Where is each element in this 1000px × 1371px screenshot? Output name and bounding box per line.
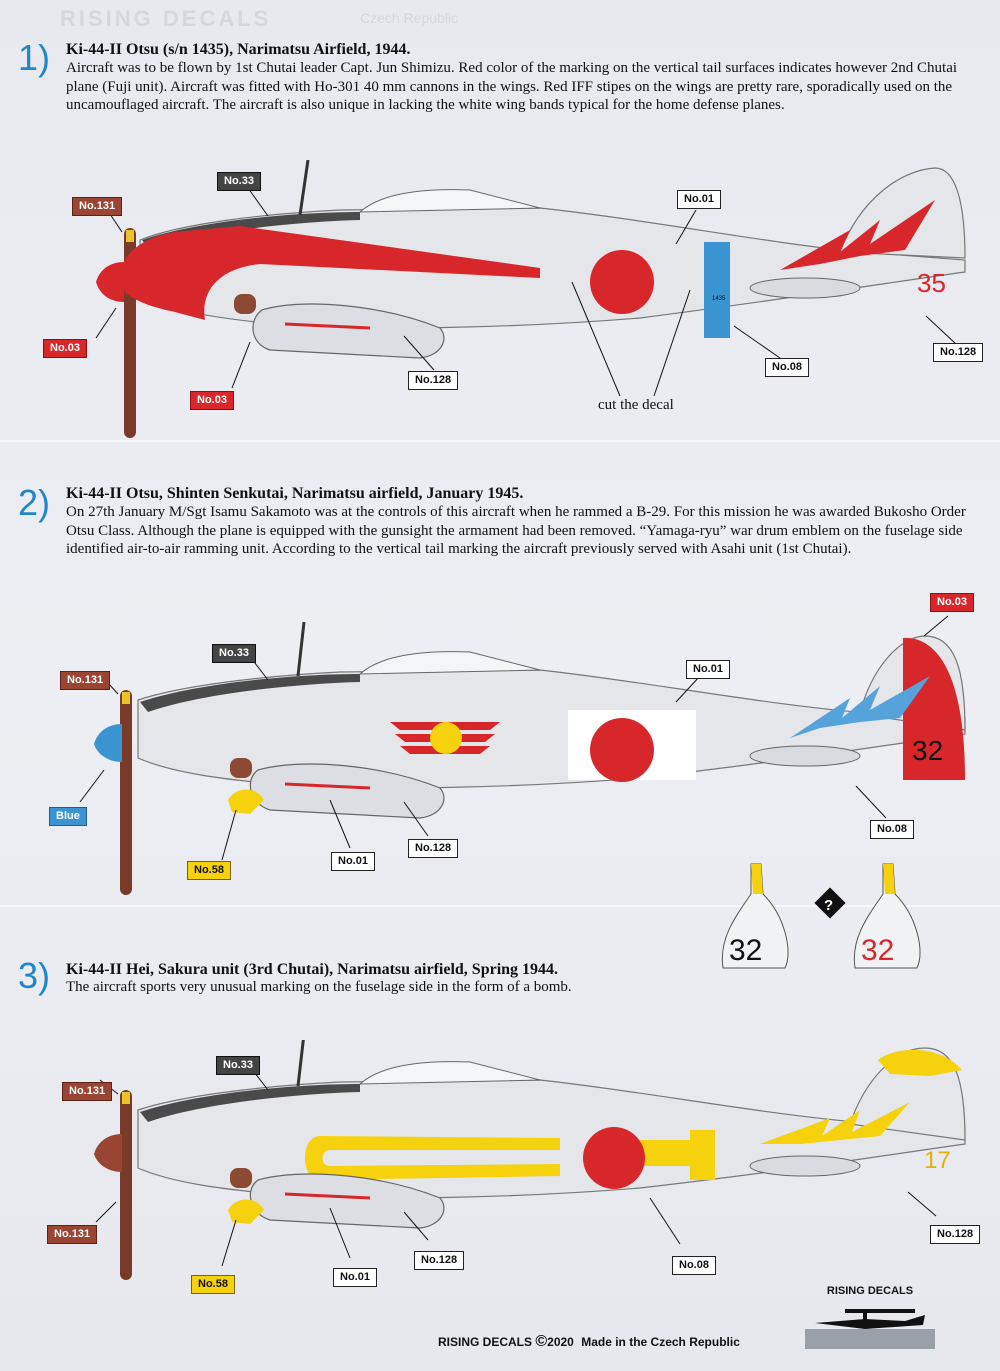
footer: RISING DECALS ©2020 Made in the Czech Re…: [438, 1333, 740, 1351]
variant-b-number: 32: [861, 934, 894, 967]
flying-boat-icon: [805, 1309, 935, 1349]
tail-lightning: [780, 200, 935, 270]
profile-3-description: The aircraft sports very unusual marking…: [66, 979, 572, 995]
variant-a-number: 32: [729, 934, 762, 967]
label-no03: No.03: [43, 339, 87, 358]
wing: [252, 303, 445, 359]
label-no01: No.01: [677, 190, 721, 209]
footer-brand: RISING DECALS: [438, 1335, 533, 1349]
propeller-blade: [120, 1090, 132, 1280]
hinomaru: [590, 718, 654, 782]
serial-number: 1435: [712, 296, 726, 302]
bomb-marking: [305, 1136, 560, 1180]
cut-decal-note: cut the decal: [598, 397, 674, 413]
profile-1-aircraft: 35 1435: [95, 160, 966, 438]
red-cowling-stripe: [120, 226, 540, 320]
label-no03: No.03: [190, 391, 234, 410]
label-no01: No.01: [333, 1268, 377, 1287]
spinner: [96, 262, 124, 302]
profile-3-aircraft: 17: [94, 1040, 966, 1280]
copyright-icon: ©: [535, 1333, 548, 1350]
tail-lightning: [760, 1102, 910, 1144]
label-no58: No.58: [187, 861, 231, 880]
profile-1-description: Aircraft was to be flown by 1st Chutai l…: [66, 60, 958, 113]
label-no01: No.01: [686, 660, 730, 679]
label-blue: Blue: [49, 807, 87, 826]
label-no128: No.128: [933, 343, 984, 362]
hinomaru: [590, 250, 654, 314]
question-icon: ?: [824, 897, 833, 914]
hinomaru: [583, 1127, 645, 1189]
ghost-country: Czech Republic: [360, 10, 459, 26]
ghost-brand: RISING DECALS: [60, 6, 272, 31]
label-no03: No.03: [930, 593, 974, 612]
label-no128: No.128: [930, 1225, 981, 1244]
war-drum-emblem: [430, 722, 462, 754]
spinner-blue: [94, 724, 122, 762]
profile-2-aircraft: 32: [79, 615, 966, 895]
spinner: [94, 1134, 122, 1172]
profile-2-description: On 27th January M/Sgt Isamu Sakamoto was…: [66, 504, 966, 557]
tail-number: 32: [912, 735, 943, 766]
fold-line: [0, 905, 1000, 907]
tail-lightning: [790, 676, 930, 738]
label-no58: No.58: [191, 1275, 235, 1294]
profile-2-number: 2): [18, 482, 51, 523]
label-no131: No.131: [62, 1082, 113, 1101]
label-no131: No.131: [47, 1225, 98, 1244]
label-no131: No.131: [72, 197, 123, 216]
label-no33: No.33: [212, 644, 256, 663]
label-no131: No.131: [60, 671, 111, 690]
label-no128: No.128: [414, 1251, 465, 1270]
rising-decals-logo: RISING DECALS: [805, 1285, 935, 1349]
label-no33: No.33: [216, 1056, 260, 1075]
propeller-blade: [120, 690, 132, 895]
profile-1-number: 1): [18, 37, 51, 78]
profile-2-title: Ki-44-II Otsu, Shinten Senkutai, Narimat…: [66, 485, 524, 502]
footer-made-in: Made in the Czech Republic: [581, 1335, 740, 1349]
red-rudder: [903, 637, 965, 780]
label-no33: No.33: [217, 172, 261, 191]
profile-1-title: Ki-44-II Otsu (s/n 1435), Narimatsu Airf…: [66, 41, 411, 58]
profile-3-title: Ki-44-II Hei, Sakura unit (3rd Chutai), …: [66, 961, 559, 978]
tail-number: 17: [924, 1147, 951, 1174]
profile-3-number: 3): [18, 955, 51, 996]
blue-fuselage-band: [704, 242, 730, 338]
tail-number: 35: [917, 268, 946, 298]
footer-year: 2020: [547, 1335, 574, 1349]
label-no128: No.128: [408, 839, 459, 858]
label-no08: No.08: [765, 358, 809, 377]
fold-line: [0, 440, 1000, 442]
label-no08: No.08: [870, 820, 914, 839]
label-no08: No.08: [672, 1256, 716, 1275]
label-no01: No.01: [331, 852, 375, 871]
tail-variants: 32 ? 32: [721, 863, 921, 969]
label-no128: No.128: [408, 371, 459, 390]
